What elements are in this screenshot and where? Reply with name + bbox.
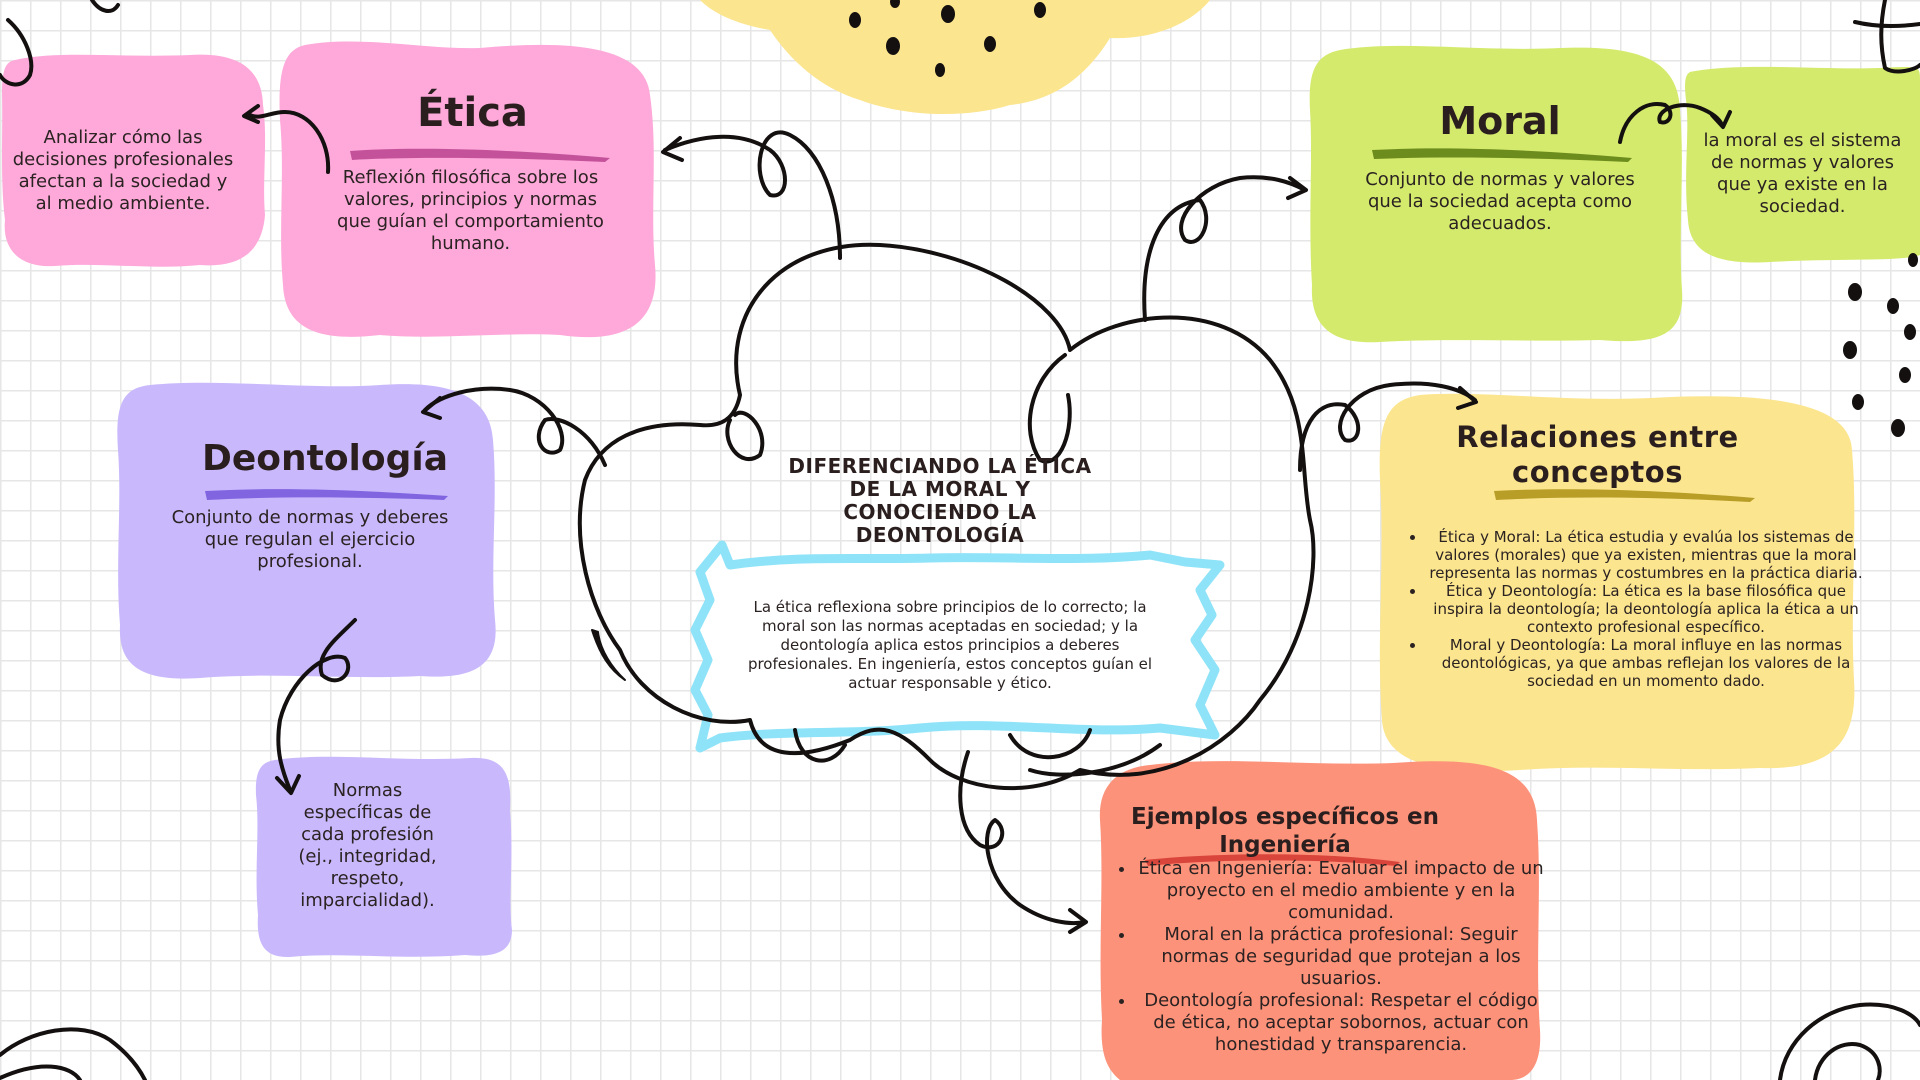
moral-underline [1372,148,1632,162]
arrowhead-relaciones [1456,386,1478,410]
scribble-top-right-2 [1853,20,1920,28]
cloud-inner-loop-4 [1008,728,1092,760]
etica-title: Ética [417,90,528,136]
cloud-ink-accent [591,629,626,681]
etica-note-blob [2,54,266,267]
moral-definition: Conjunto de normas y valores que la soci… [1365,169,1635,234]
arrow-to-relaciones [1298,381,1477,472]
center-summary: La ética reflexiona sobre principios de … [747,598,1153,692]
relaciones-list: Ética y Moral: La ética estudia y evalúa… [1400,528,1866,690]
ejemplos-title: Ejemplos específicos en Ingeniería [1130,804,1440,858]
arrowhead-moral-note [1710,110,1732,129]
scribble-top-right [1879,0,1920,74]
central-cloud-outline [577,242,1316,791]
ejemplos-underline [1145,854,1400,866]
cloud-inner-loop-1 [725,410,765,462]
deontologia-title: Deontología [201,438,449,479]
arrowhead-etica [661,136,684,162]
etica-definition: Reflexión filosófica sobre los valores, … [337,167,604,254]
ejemplos-item: Deontología profesional: Respetar el cód… [1136,990,1546,1056]
relaciones-item: Ética y Moral: La ética estudia y evalúa… [1426,528,1866,582]
relaciones-blob [1379,393,1855,772]
scribble-bottom-left-2 [0,1064,82,1080]
deontologia-blob [117,382,496,679]
moral-note: la moral es el sistema de normas y valor… [1703,130,1902,217]
relaciones-item: Moral y Deontología: La moral influye en… [1426,636,1866,690]
moral-blob [1309,45,1683,343]
arrowhead-etica-note [242,104,260,124]
scribble-top-left [0,18,34,87]
cloud-inner-curve [1028,743,1162,777]
relaciones-item: Ética y Deontología: La ética es la base… [1426,582,1866,636]
arrow-deontologia-note [276,618,357,792]
arrow-etica-note [248,110,331,174]
arrowhead-moral [1286,176,1308,200]
center-title: DIFERENCIANDO LA ÉTICA DE LA MORAL Y CON… [788,454,1092,547]
arrowhead-ejemplos [1068,908,1088,934]
relaciones-underline [1494,489,1755,502]
ejemplos-item: Moral en la práctica profesional: Seguir… [1136,924,1546,990]
deontologia-definition: Conjunto de normas y deberes que regulan… [171,507,449,572]
ejemplos-item: Ética en Ingeniería: Evaluar el impacto … [1136,858,1546,924]
arrow-to-etica [663,130,842,260]
arrow-to-ejemplos [958,750,1087,926]
top-yellow-blob [700,0,1210,115]
summary-banner [690,540,1225,753]
cloud-inner-loop-3 [793,728,847,763]
cloud-inner-loop-2 [1027,353,1072,464]
ejemplos-list: Ética en Ingeniería: Evaluar el impacto … [1110,858,1546,1056]
moral-title: Moral [1439,99,1561,143]
arrow-to-deontologia [423,386,607,467]
etica-blob [279,41,656,338]
deontologia-underline [205,489,448,500]
moral-note-blob [1685,66,1920,263]
ejemplos-blob [1099,761,1541,1080]
arrow-to-moral [1142,175,1307,322]
ink-dots-top [849,0,1046,77]
etica-note: Analizar cómo las decisiones profesional… [12,127,234,214]
deontologia-note-blob [255,756,512,958]
scribble-top-left-2 [90,0,120,13]
arrow-moral-note [1618,102,1724,144]
arrowhead-deontologia-note [275,774,301,795]
ink-dots-right [1843,253,1918,437]
scribble-bottom-right-2 [1813,1042,1882,1080]
scribble-bottom-right [1778,1002,1920,1080]
relaciones-title: Relaciones entre conceptos [1456,420,1739,489]
deontologia-note: Normas específicas de cada profesión (ej… [298,780,437,911]
arrowhead-deontologia [421,396,442,420]
etica-underline [350,148,610,162]
scribble-bottom-left [0,1027,147,1080]
